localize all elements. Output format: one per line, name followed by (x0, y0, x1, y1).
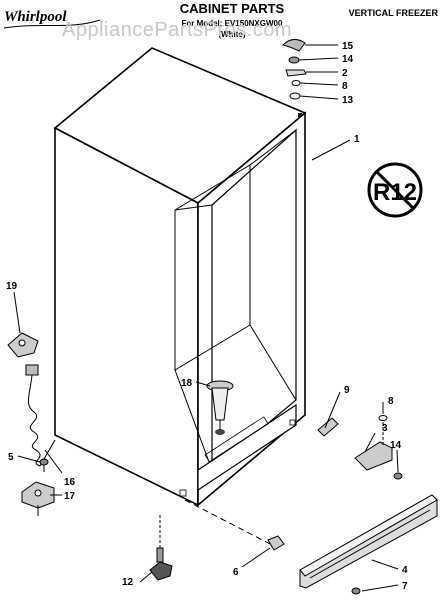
callout-12: 12 (122, 577, 134, 588)
header: Whirlpool CABINET PARTS For Model: EV150… (3, 1, 439, 39)
callout-18: 18 (181, 378, 193, 389)
callout-labels: 15 14 2 8 13 1 19 18 9 8 3 14 5 16 17 12… (6, 41, 408, 592)
callout-1: 1 (354, 134, 360, 145)
bushing-13 (289, 92, 301, 100)
page-title: CABINET PARTS (180, 1, 285, 16)
hinge-cover-15 (282, 39, 306, 52)
callout-6: 6 (233, 567, 239, 578)
callout-4: 4 (402, 565, 408, 576)
power-cord-16 (25, 364, 56, 467)
badge-text: R12 (373, 179, 417, 206)
lower-hinge-assembly (317, 415, 403, 480)
callout-14b: 14 (390, 440, 402, 451)
watermark: AppliancePartsPros.com (62, 19, 292, 41)
clip-6 (184, 499, 285, 551)
clamp-19 (7, 332, 39, 358)
cabinet-body (53, 47, 307, 507)
callout-9: 9 (344, 385, 350, 396)
callout-14: 14 (342, 54, 354, 65)
base-grille-4 (299, 494, 438, 589)
product-type: VERTICAL FREEZER (349, 8, 439, 18)
hinge-2 (285, 69, 307, 77)
screw-14b (393, 472, 403, 480)
washer-8b (378, 415, 388, 421)
callout-8b: 8 (388, 396, 394, 407)
callout-3: 3 (382, 423, 388, 434)
callout-15: 15 (342, 41, 354, 52)
callout-16: 16 (64, 477, 76, 488)
callout-8: 8 (342, 81, 348, 92)
top-hinge-assembly (282, 39, 307, 100)
callout-2: 2 (342, 68, 348, 79)
callout-13: 13 (342, 95, 354, 106)
r12-badge: R12 (367, 162, 423, 218)
callout-7: 7 (402, 581, 408, 592)
screw-5 (39, 458, 49, 472)
drain-tube-18 (206, 380, 234, 435)
screw-7 (351, 587, 361, 595)
brand-logo: Whirlpool (4, 9, 67, 25)
callout-5: 5 (8, 452, 14, 463)
leader-lines (13, 44, 399, 592)
leveling-leg-12 (149, 515, 173, 581)
clamp-17 (21, 481, 55, 516)
color-line: (White) (218, 30, 245, 39)
hinge-3 (354, 441, 393, 471)
washer-8 (291, 80, 301, 86)
callout-17: 17 (64, 491, 76, 502)
callout-19: 19 (6, 281, 18, 292)
model-line: For Model: EV150NXGW00 (182, 19, 283, 28)
screw-14 (288, 56, 300, 64)
logo-swoosh (3, 19, 101, 29)
